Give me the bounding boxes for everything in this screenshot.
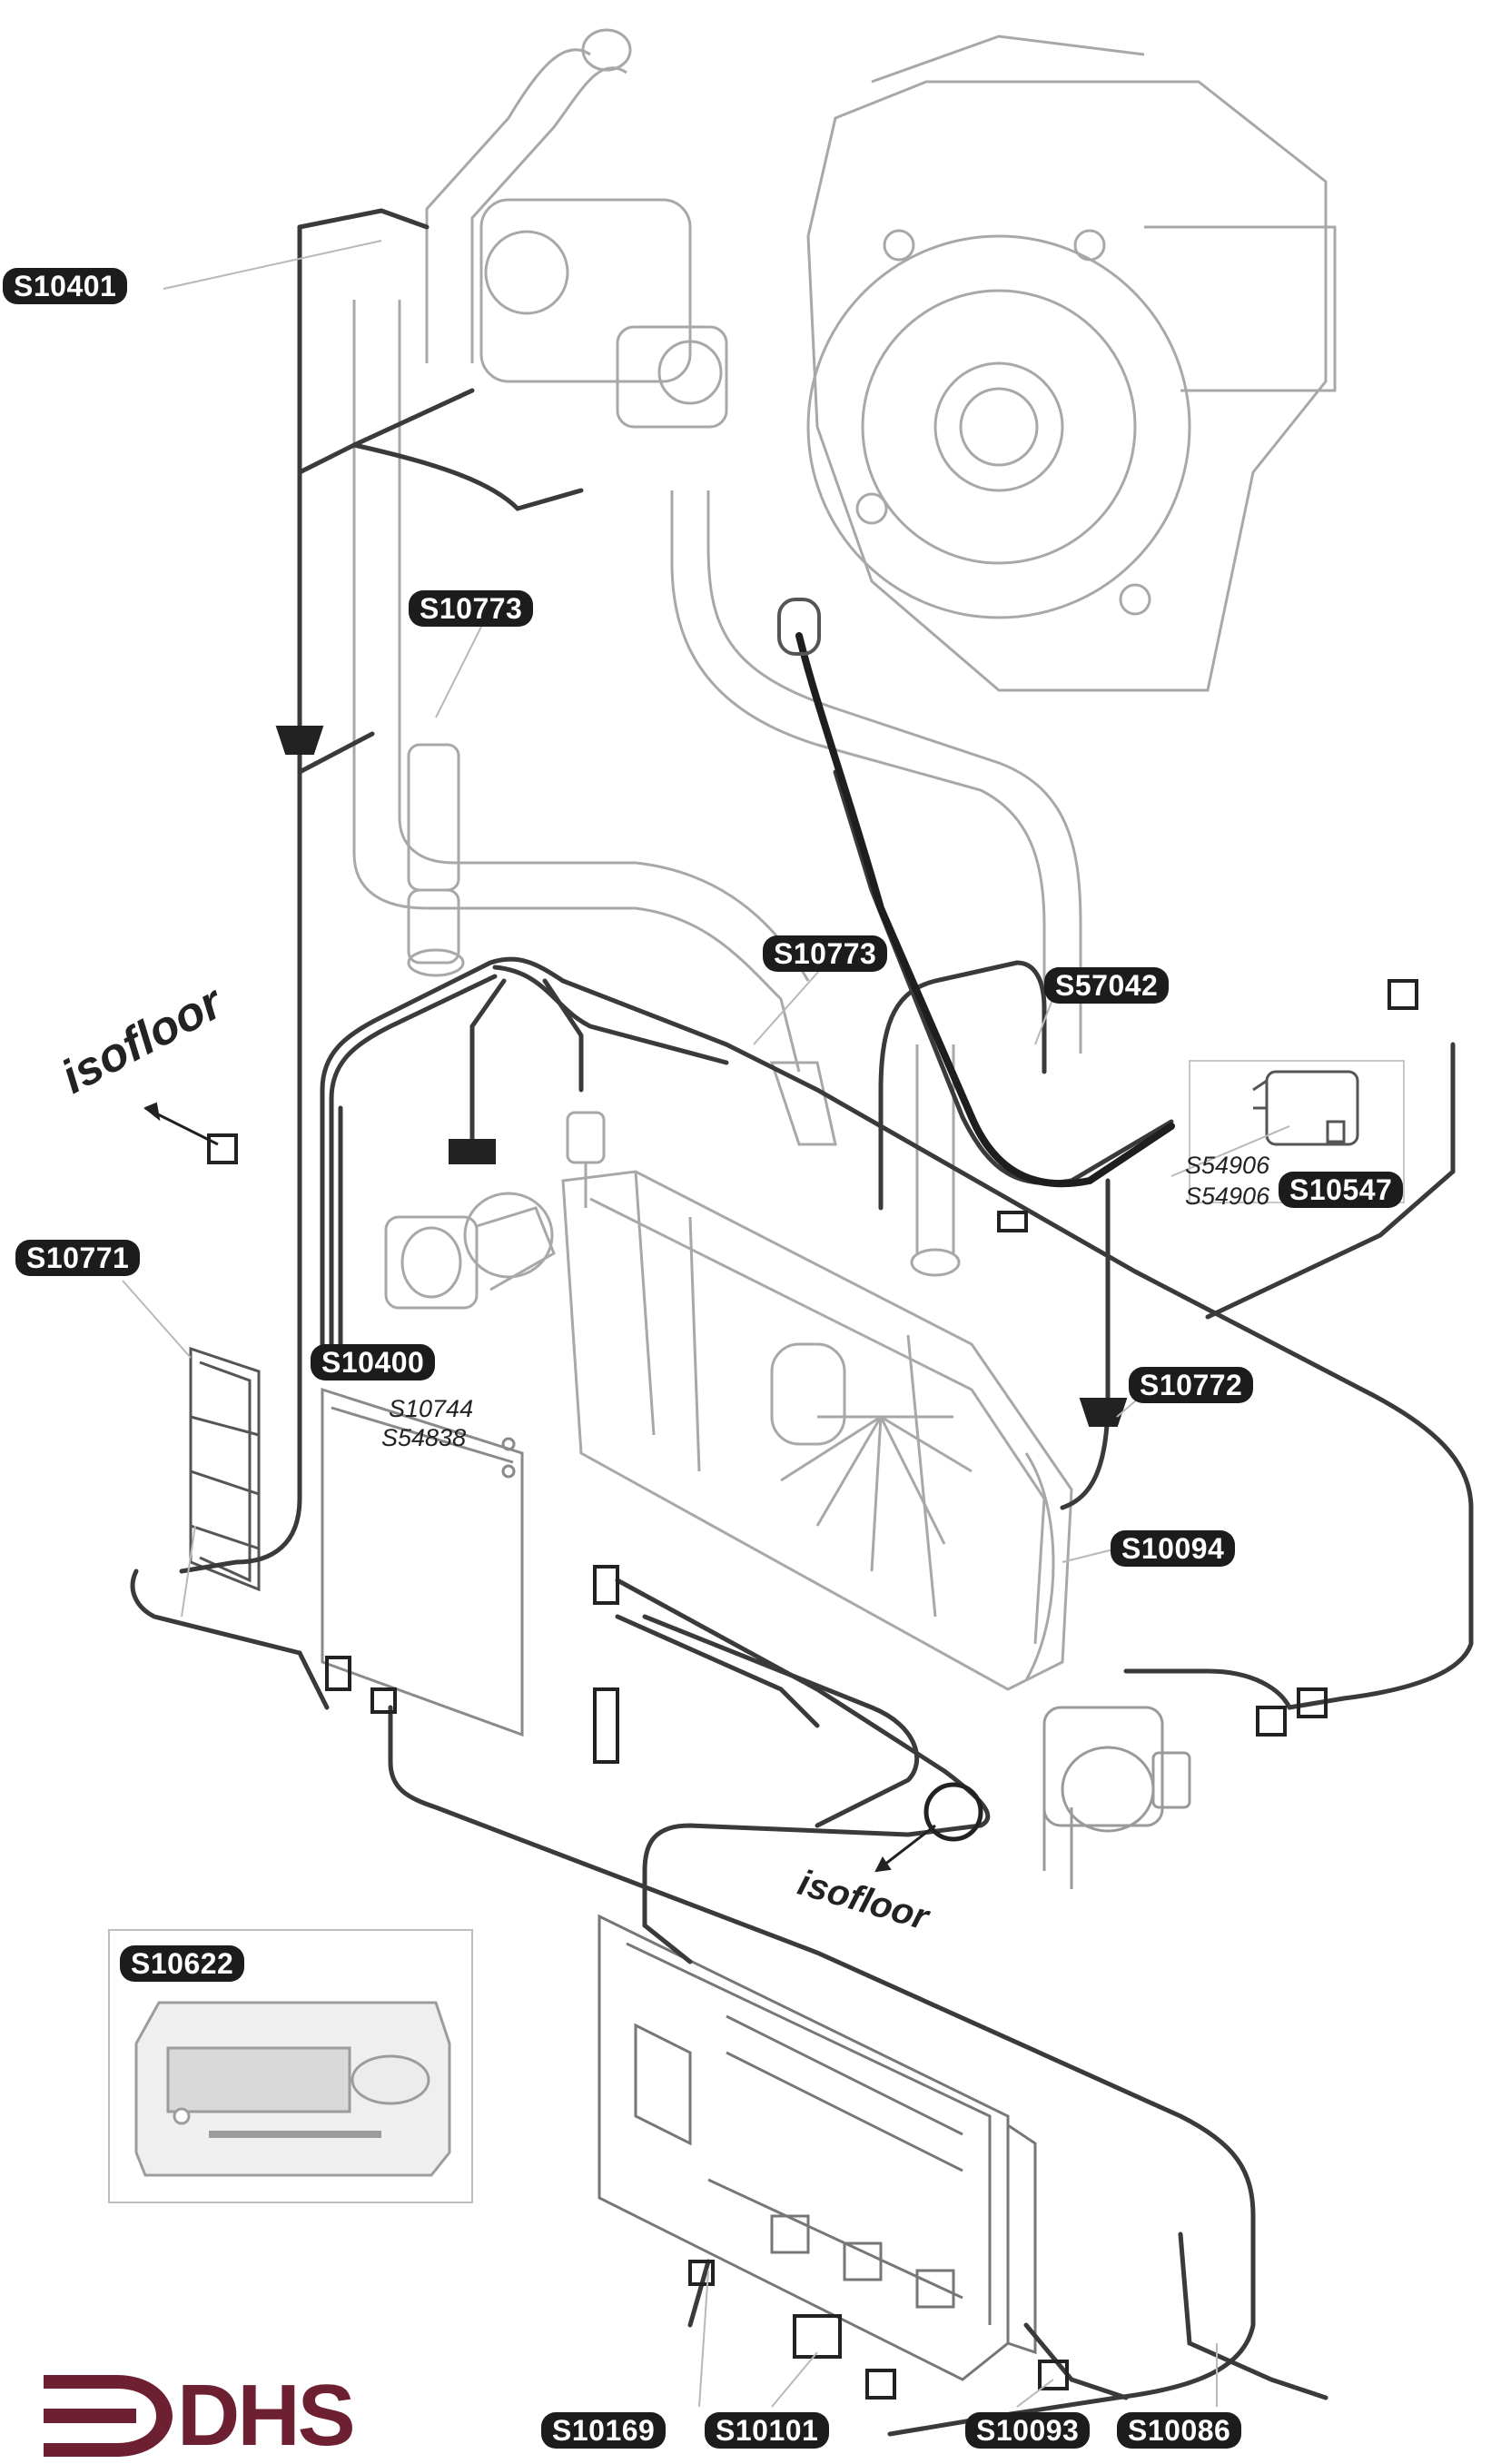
pressure-switch	[1042, 1706, 1191, 1889]
callout-s10771: S10771	[15, 1240, 141, 1276]
callout-s10400: S10400	[311, 1344, 436, 1380]
dhs-logo-text: DHS	[177, 2367, 356, 2464]
relay-component	[1252, 1070, 1359, 1146]
left-connector-block	[189, 1346, 261, 1592]
callout-s10094: S10094	[1111, 1530, 1236, 1567]
control-pcb-assembly	[597, 1914, 1037, 2381]
dhs-logo-mark	[44, 2375, 173, 2457]
ref-s54906-upper: S54906	[1185, 1152, 1270, 1179]
ref-s54838: S54838	[381, 1424, 467, 1451]
callout-s10773-lower: S10773	[763, 935, 888, 972]
display-panel	[134, 2001, 451, 2177]
gas-valve-assembly	[352, 28, 1082, 1277]
pcb-board	[321, 1387, 524, 1737]
ref-s10744: S10744	[389, 1395, 474, 1422]
isofloor-arrows	[143, 1102, 936, 1873]
callout-s10401: S10401	[3, 268, 128, 304]
callout-s10093: S10093	[965, 2412, 1091, 2449]
callout-s10101: S10101	[705, 2412, 830, 2449]
wiring-harness	[130, 208, 1474, 2437]
display-panel-frame	[108, 1929, 473, 2203]
pump-body	[384, 1111, 606, 1310]
ignition-cap	[777, 598, 821, 656]
callout-s57042: S57042	[1044, 967, 1170, 1004]
callout-s10169: S10169	[541, 2412, 667, 2449]
callout-s10772: S10772	[1129, 1367, 1254, 1403]
callout-s10622: S10622	[120, 1945, 245, 1982]
callout-s10086: S10086	[1117, 2412, 1242, 2449]
heat-exchanger	[561, 1170, 1073, 1691]
callout-s10773-upper: S10773	[409, 590, 534, 627]
ref-s54906-lower: S54906	[1185, 1183, 1270, 1210]
connectors	[207, 726, 1418, 2400]
ignition-lead	[795, 632, 1175, 1188]
callout-s10547: S10547	[1279, 1172, 1404, 1208]
fan-housing	[806, 35, 1337, 692]
